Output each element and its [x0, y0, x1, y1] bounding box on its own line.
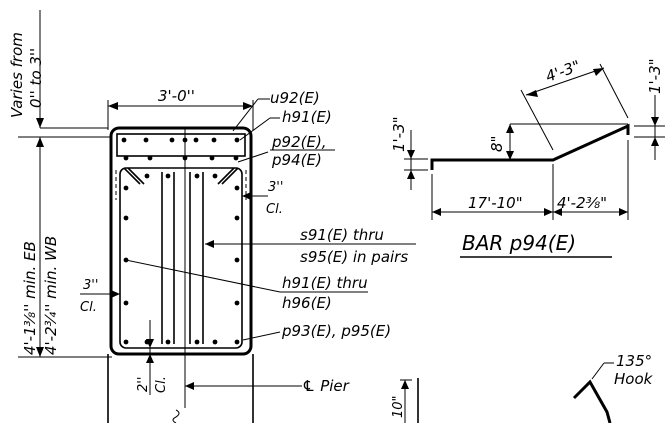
- clear-left-txt: Cl.: [80, 300, 97, 315]
- beam-section: [107, 126, 254, 423]
- clear-left-num: 3'': [83, 278, 98, 293]
- bar-p94-detail: 4'-3" 1'-3" 1'-3" 8" 17'-10" 4'-2⅜" BAR …: [390, 57, 665, 258]
- height-dimension: 4'-1⅜'' min. EB 4'-2¾'' min. WB: [18, 136, 112, 358]
- varies-label-1: Varies from: [8, 32, 26, 118]
- clear-right: 3'' Cl.: [242, 180, 283, 217]
- label-h91b: h91(E) thru: [282, 274, 368, 292]
- callouts: u92(E) h91(E) p92(E), p94(E) s91(E) thru…: [125, 89, 416, 408]
- height-eb-label: 4'-1⅜'' min. EB: [21, 241, 39, 355]
- dim-10-label: 10": [391, 395, 406, 418]
- label-h96: h96(E): [282, 294, 332, 312]
- label-u92: u92(E): [270, 89, 320, 107]
- clear-left: 3'' Cl.: [80, 278, 120, 315]
- bar-dim-17: 17'-10": [468, 194, 523, 212]
- varies-label-2: 0'' to 3'': [27, 48, 45, 108]
- clear-right-txt: Cl.: [266, 202, 283, 217]
- width-label: 3'-0'': [158, 87, 195, 105]
- bar-dim-left: 1'-3": [390, 116, 408, 152]
- bar-title: BAR p94(E): [462, 231, 576, 255]
- hook-num: 135°: [616, 352, 652, 370]
- label-pier: ℄ Pier: [302, 377, 350, 395]
- label-h91: h91(E): [282, 108, 332, 126]
- label-p94: p94(E): [271, 151, 322, 169]
- hook-detail: 135° Hook: [572, 352, 654, 423]
- clear-bottom-txt: Cl.: [154, 376, 169, 393]
- bar-dim-8: 8": [488, 136, 506, 152]
- label-p92: p92(E),: [271, 133, 327, 151]
- label-s91: s91(E) thru: [300, 226, 384, 244]
- bar-dim-top: 4'-3": [543, 57, 583, 86]
- label-p93: p93(E), p95(E): [281, 322, 391, 340]
- hook-txt: Hook: [614, 370, 654, 388]
- width-dimension: 3'-0'': [107, 87, 254, 130]
- clear-bottom-num: 2'': [136, 377, 151, 392]
- rebar-dots: [121, 137, 240, 345]
- label-s95: s95(E) in pairs: [300, 248, 408, 266]
- varies-dimension: Varies from 0'' to 3'': [8, 10, 108, 129]
- clear-right-num: 3'': [268, 180, 283, 195]
- bar-dim-right: 1'-3": [646, 58, 664, 94]
- clear-bottom: 2'' Cl.: [136, 320, 169, 395]
- dim-10: 10": [391, 378, 419, 423]
- height-wb-label: 4'-2¾'' min. WB: [42, 236, 60, 355]
- bar-dim-4: 4'-2⅜": [557, 194, 607, 212]
